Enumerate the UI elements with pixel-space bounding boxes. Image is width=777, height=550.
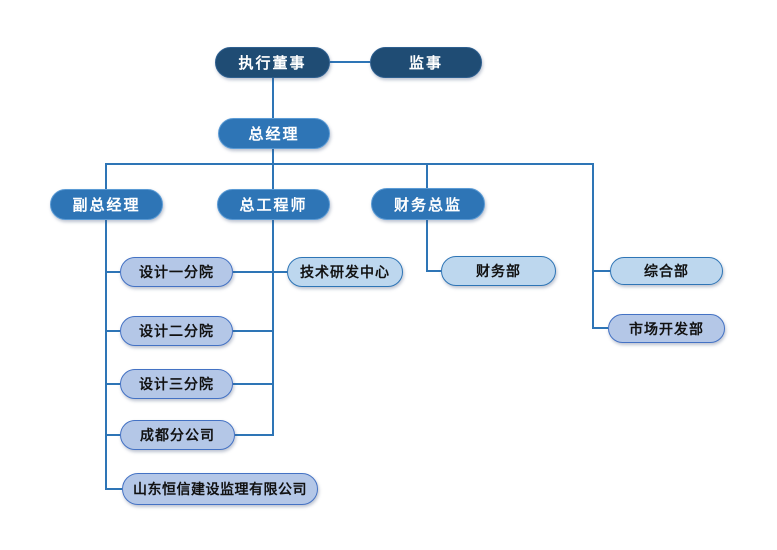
org-node-design-branch-3: 设计三分院 [120, 369, 233, 399]
org-node-executive-director: 执行董事 [215, 47, 330, 78]
connector-right-spine [592, 163, 594, 329]
org-node-tech-rd-center: 技术研发中心 [287, 257, 403, 287]
connector-row2-left-stub [105, 330, 120, 332]
connector-row5-left-stub [105, 488, 122, 490]
connector-row2-right-stub [233, 330, 274, 332]
connector-left-spine [105, 220, 107, 489]
connector-row1-left-stub [105, 271, 120, 273]
org-node-general-department: 综合部 [610, 257, 723, 285]
org-node-deputy-general-manager: 副总经理 [50, 189, 163, 220]
connector-row4-right-stub [235, 434, 274, 436]
org-node-market-development-department: 市场开发部 [608, 314, 725, 343]
connector-row4-left-stub [105, 434, 120, 436]
org-node-design-branch-1: 设计一分院 [120, 257, 233, 287]
org-node-general-manager: 总经理 [218, 118, 330, 149]
connector-market-dept-stub [592, 327, 608, 329]
org-node-chengdu-branch: 成都分公司 [120, 420, 235, 450]
connector-drop-deputy [105, 163, 107, 190]
connector-row3-right-stub [233, 383, 274, 385]
connector-exec-supervisor [330, 61, 370, 63]
connector-finance-stub [426, 270, 441, 272]
connector-gm-bus-drop [272, 148, 274, 165]
connector-row3-left-stub [105, 383, 120, 385]
org-node-shandong-hengxin-supervision: 山东恒信建设监理有限公司 [122, 473, 318, 505]
connector-drop-finance-director [426, 163, 428, 189]
connector-row1-right-stub [233, 271, 287, 273]
org-node-chief-engineer: 总工程师 [217, 189, 330, 220]
org-node-design-branch-2: 设计二分院 [120, 316, 233, 346]
connector-finance-drop [426, 220, 428, 272]
connector-exec-gm [272, 78, 274, 119]
connector-main-bus [105, 163, 594, 165]
connector-chief-spine [272, 220, 274, 436]
org-node-finance-director: 财务总监 [371, 188, 485, 220]
connector-general-dept-stub [592, 270, 610, 272]
connector-drop-chief [272, 163, 274, 190]
org-node-finance-department: 财务部 [441, 256, 556, 286]
org-node-supervisor: 监事 [370, 47, 482, 78]
